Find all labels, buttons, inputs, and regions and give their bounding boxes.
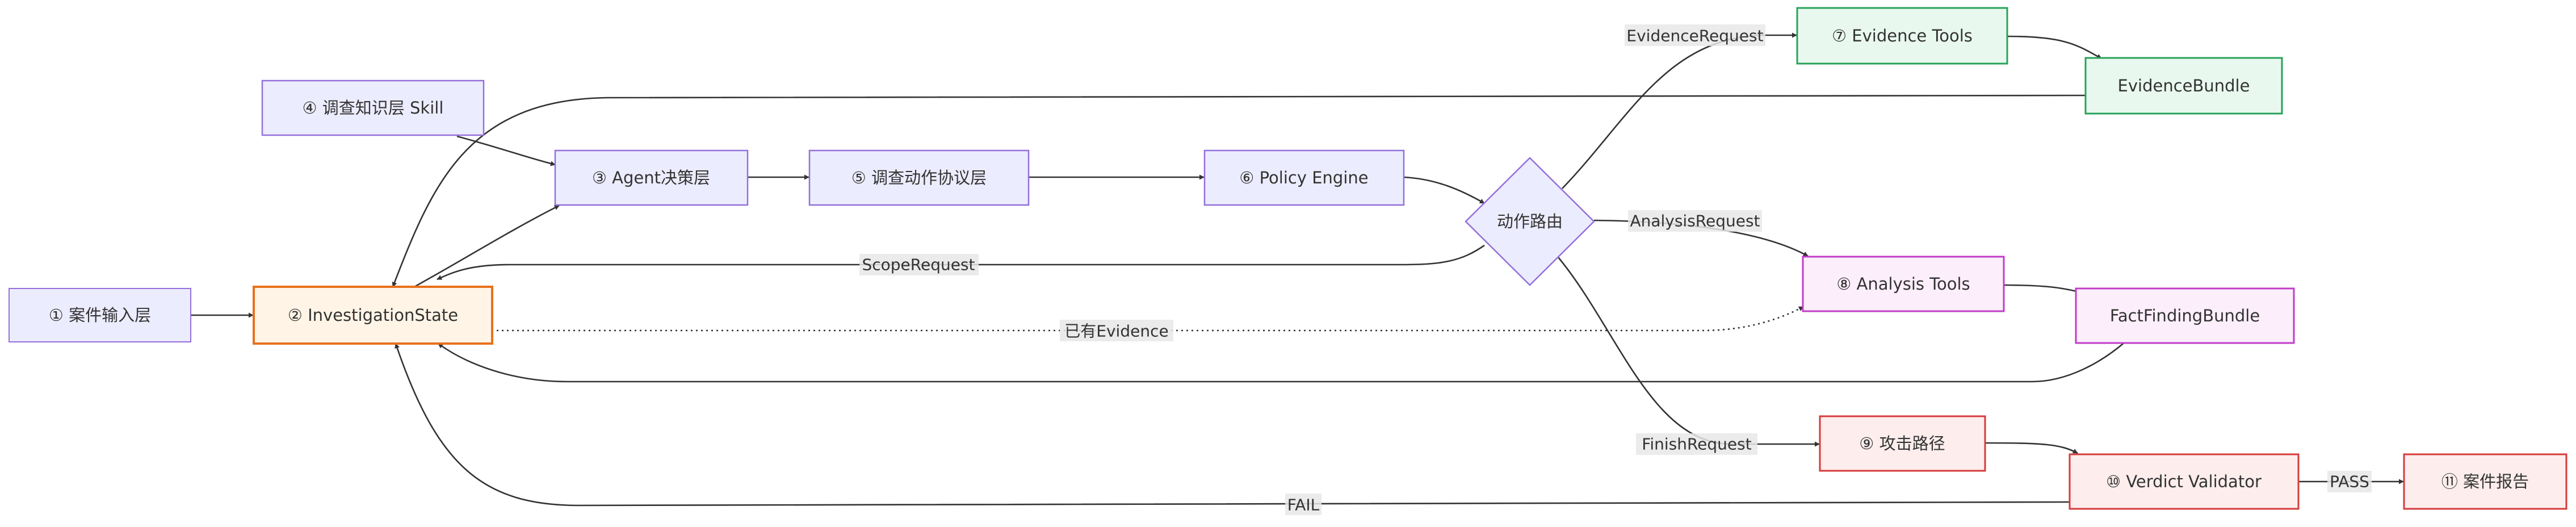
node-analysis-tools-label: ⑧ Analysis Tools	[1836, 274, 1970, 294]
node-case-report-label: ⑪ 案件报告	[2441, 472, 2529, 491]
nodes: ① 案件输入层 ② InvestigationState ④ 调查知识层 Ski…	[9, 7, 2567, 510]
node-agent-decision	[554, 149, 749, 206]
edge-router-to-attack-path	[1557, 257, 1820, 447]
node-analysis-tools	[1802, 256, 2005, 312]
node-attack-path-label: ⑨ 攻击路径	[1859, 434, 1945, 453]
node-evidence-bundle-label: EvidenceBundle	[2118, 76, 2250, 95]
node-knowledge-skill-label: ④ 调查知识层 Skill	[303, 98, 444, 118]
node-evidence-bundle	[2084, 57, 2283, 115]
edge-label-finish-request: FinishRequest	[1642, 435, 1751, 454]
node-case-input-label: ① 案件输入层	[49, 306, 151, 325]
node-investigation-state-label: ② InvestigationState	[288, 306, 458, 325]
edges	[191, 32, 2404, 507]
node-evidence-tools-label: ⑦ Evidence Tools	[1832, 26, 1973, 45]
edge-validator-to-state	[395, 343, 2070, 507]
edge-state-to-analysis-tools	[492, 306, 1804, 332]
edge-bundle-to-state	[392, 94, 2086, 287]
node-verdict-validator-label: ⑩ Verdict Validator	[2106, 472, 2262, 491]
node-fact-finding-bundle	[2075, 287, 2295, 344]
edge-policy-to-router	[1403, 176, 1485, 204]
edge-label-evidence-request: EvidenceRequest	[1626, 27, 1763, 45]
edge-state-to-agent	[414, 204, 560, 288]
node-evidence-tools	[1796, 7, 2008, 65]
node-case-report	[2403, 453, 2567, 510]
edge-label-fail: FAIL	[1287, 496, 1320, 515]
node-knowledge-skill	[261, 80, 485, 136]
node-action-router-label: 动作路由	[1497, 212, 1563, 231]
node-action-protocol	[808, 149, 1030, 206]
edge-labels: EvidenceRequest AnalysisRequest ScopeReq…	[859, 24, 2372, 515]
node-verdict-validator	[2069, 453, 2300, 510]
edge-label-analysis-request: AnalysisRequest	[1630, 212, 1760, 231]
node-action-router	[1465, 157, 1595, 286]
edge-analysis-tools-to-bundle	[2003, 284, 2084, 295]
edge-router-to-state	[437, 244, 1485, 281]
node-investigation-state	[253, 286, 493, 345]
edge-skill-to-agent	[456, 135, 556, 166]
node-fact-finding-bundle-label: FactFindingBundle	[2110, 306, 2260, 325]
edge-label-scope-request: ScopeRequest	[862, 256, 975, 274]
edge-evidence-tools-to-bundle	[2007, 35, 2102, 60]
edge-label-pass: PASS	[2330, 472, 2369, 491]
node-action-protocol-label: ⑤ 调查动作协议层	[851, 168, 987, 187]
edge-label-has-evidence: 已有Evidence	[1064, 322, 1168, 341]
edge-router-to-evidence-tools	[1562, 32, 1797, 189]
node-case-input	[9, 288, 191, 342]
node-policy-engine-label: ⑥ Policy Engine	[1239, 168, 1368, 187]
edge-attack-path-to-validator	[1985, 442, 2078, 454]
node-attack-path	[1819, 415, 1986, 472]
node-agent-decision-label: ③ Agent决策层	[592, 168, 710, 187]
edge-fact-bundle-to-state	[438, 341, 2126, 383]
node-policy-engine	[1203, 149, 1405, 206]
